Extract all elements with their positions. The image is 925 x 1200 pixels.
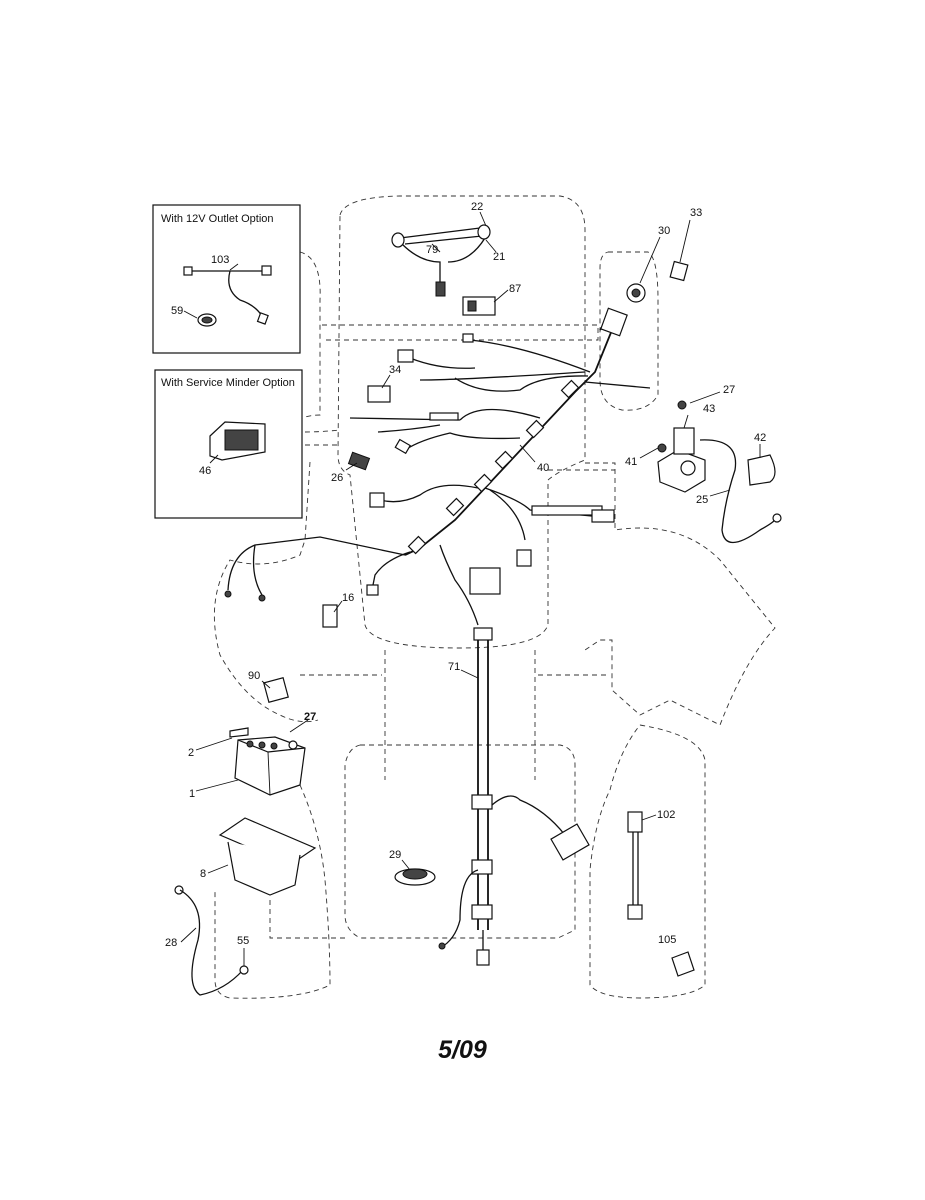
callout-label: 29 — [389, 849, 401, 861]
callout-label: 41 — [625, 456, 637, 468]
callout-label: 40 — [537, 462, 549, 474]
callout-label: 21 — [493, 251, 505, 263]
rear-harness — [438, 544, 590, 966]
callout-label: 33 — [690, 207, 702, 219]
relay-and-clip — [263, 604, 338, 703]
solenoid-assembly — [657, 400, 782, 544]
callout-label: 2 — [188, 747, 194, 759]
callout-label: 25 — [696, 494, 708, 506]
ignition-switch — [626, 260, 689, 303]
callout-label: 79 — [426, 244, 438, 256]
callout-labels: 22 79 21 87 30 33 103 59 34 46 26 40 27 … — [165, 201, 766, 949]
callout-label: 27 — [304, 711, 316, 723]
ground-cable — [174, 885, 249, 996]
callout-label: 27 — [723, 384, 735, 396]
callout-label: 43 — [703, 403, 715, 415]
callout-label: 42 — [754, 432, 766, 444]
date-code: 5/09 — [438, 1036, 487, 1064]
main-harness — [224, 307, 651, 602]
callout-label: 87 — [509, 283, 521, 295]
leader-lines — [180, 211, 761, 943]
callout-label: 59 — [171, 305, 183, 317]
callout-label: 34 — [389, 364, 401, 376]
callout-label: 55 — [237, 935, 249, 947]
callout-label: 90 — [248, 670, 260, 682]
callout-label: 103 — [211, 254, 229, 266]
option-box-title: With 12V Outlet Option — [161, 213, 274, 225]
seat-switch-harness — [627, 811, 695, 977]
callout-label: 22 — [471, 201, 483, 213]
callout-label: 30 — [658, 225, 670, 237]
grommet — [394, 868, 436, 886]
headlight-harness — [391, 224, 496, 316]
callout-label: 16 — [342, 592, 354, 604]
option-box-service-minder: With Service Minder Option — [154, 369, 303, 519]
callout-label: 26 — [331, 472, 343, 484]
callout-label: 8 — [200, 868, 206, 880]
callout-label: 71 — [448, 661, 460, 673]
option-box-12v-outlet: With 12V Outlet Option — [152, 204, 301, 354]
callout-label: 28 — [165, 937, 177, 949]
callout-label: 105 — [658, 934, 676, 946]
battery-and-tray — [218, 727, 317, 896]
option-box-title: With Service Minder Option — [161, 377, 295, 389]
callout-label: 102 — [657, 809, 675, 821]
callout-label: 1 — [189, 788, 195, 800]
body-outlines — [213, 195, 776, 999]
callout-label: 46 — [199, 465, 211, 477]
